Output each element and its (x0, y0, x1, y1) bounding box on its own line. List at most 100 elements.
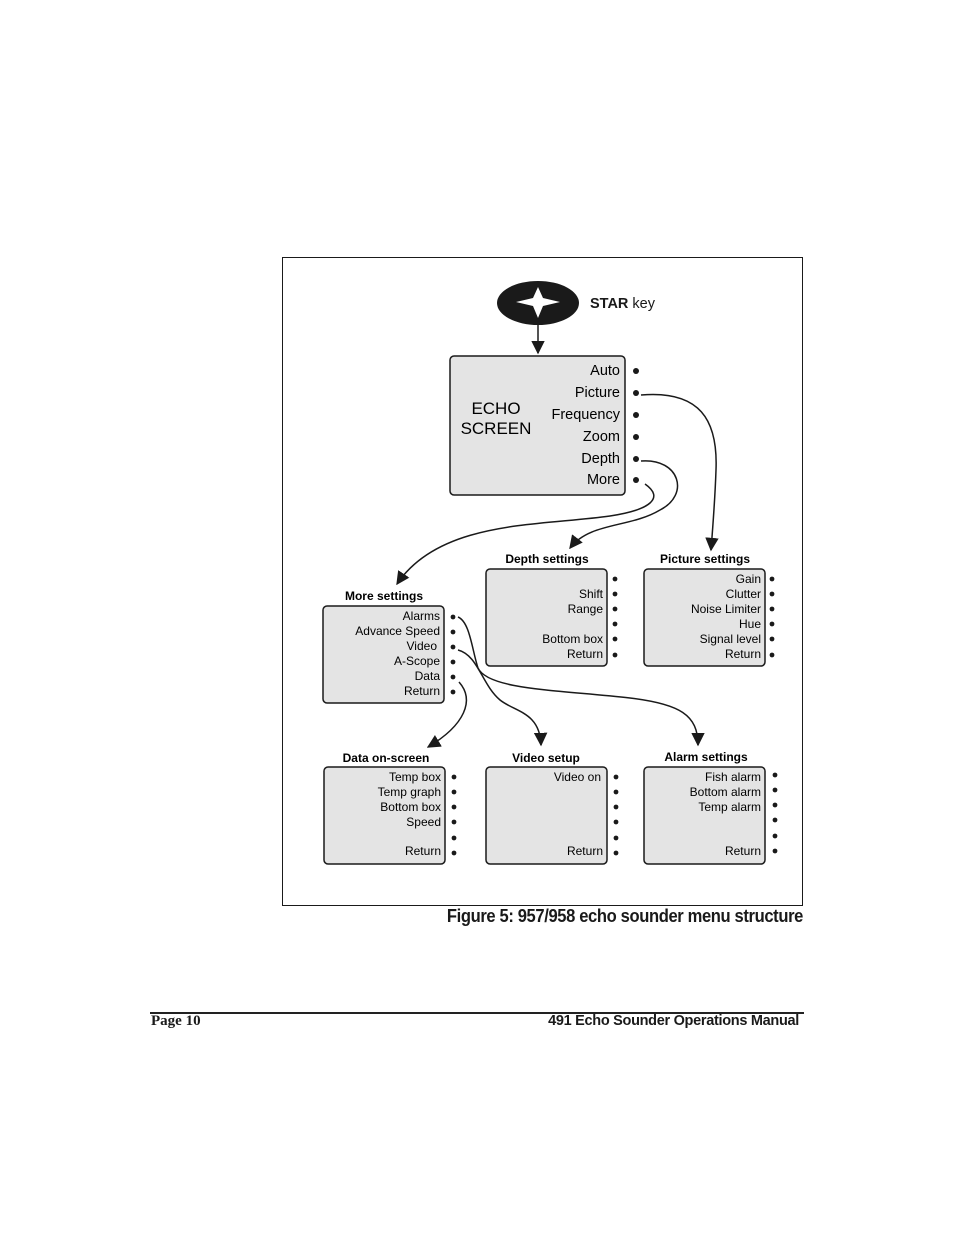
depth-item-bottom-box: Bottom box (542, 632, 603, 646)
bullet (613, 804, 619, 810)
star-key-label-bold: STAR (590, 296, 629, 312)
bullet (769, 652, 775, 658)
video-item-return: Return (567, 844, 603, 858)
video-item-video-on: Video on (554, 770, 601, 784)
echo-item-auto: Auto (590, 363, 620, 379)
arrow-alarms-to-alarm-settings (457, 616, 705, 747)
echo-screen-title-1: ECHO (471, 399, 520, 418)
bullet (612, 591, 618, 597)
depth-item-return: Return (567, 647, 603, 661)
more-item-data: Data (415, 669, 441, 683)
alarm-settings-box (643, 766, 766, 865)
star-key-label-rest: key (628, 296, 655, 312)
video-setup-menu: Video setup Video on Return (485, 751, 619, 865)
data-item-speed: Speed (406, 815, 441, 829)
alarm-item-return: Return (725, 844, 761, 858)
manual-title: 491 Echo Sounder Operations Manual (548, 1013, 799, 1029)
data-item-temp-box: Temp box (389, 770, 441, 784)
more-item-return: Return (404, 684, 440, 698)
bullet (769, 576, 775, 582)
bullet (613, 850, 619, 856)
echo-item-depth: Depth (581, 451, 620, 467)
bullet (612, 606, 618, 612)
data-on-screen-menu: Data on-screen Temp box Temp graph Botto… (323, 751, 457, 865)
echo-item-picture: Picture (575, 385, 620, 401)
star-key-label: STAR key (590, 296, 656, 312)
bullet (612, 636, 618, 642)
data-item-temp-graph: Temp graph (378, 785, 441, 799)
alarm-item-temp-alarm: Temp alarm (698, 800, 761, 814)
bullet (772, 772, 778, 778)
bullet (613, 789, 619, 795)
data-on-screen-box (323, 766, 446, 865)
echo-item-zoom: Zoom (583, 429, 620, 445)
bullet (769, 591, 775, 597)
bullet (633, 456, 639, 462)
bullet (769, 636, 775, 642)
bullet (772, 848, 778, 854)
depth-settings-menu: Depth settings Shift Range Bottom box Re… (485, 552, 618, 667)
bullet (633, 477, 639, 483)
more-bullets (450, 614, 456, 695)
more-settings-box (322, 605, 445, 704)
video-setup-box (485, 766, 608, 865)
bullet (772, 817, 778, 823)
figure-caption: Figure 5: 957/958 echo sounder menu stru… (446, 906, 804, 926)
bullet (451, 804, 457, 810)
echo-screen-title-2: SCREEN (461, 419, 532, 438)
picture-item-gain: Gain (736, 572, 761, 586)
more-item-alarms: Alarms (403, 609, 440, 623)
arrow-video-to-video-setup (457, 649, 548, 747)
alarm-item-fish-alarm: Fish alarm (705, 770, 761, 784)
bullet (772, 787, 778, 793)
data-bullets (451, 774, 457, 856)
bullet (612, 576, 618, 582)
bullet (450, 659, 456, 665)
bullet (450, 629, 456, 635)
page-number: Page 10 (151, 1013, 201, 1029)
picture-settings-menu: Picture settings Gain Clutter Noise Limi… (643, 552, 775, 667)
video-setup-title: Video setup (512, 751, 580, 765)
depth-item-shift: Shift (579, 587, 604, 601)
bullet (451, 850, 457, 856)
bullet (772, 833, 778, 839)
picture-item-hue: Hue (739, 617, 761, 631)
more-item-advance-speed: Advance Speed (355, 624, 440, 638)
bullet (450, 614, 456, 620)
more-settings-title: More settings (345, 589, 423, 603)
bullet (451, 774, 457, 780)
echo-screen-menu: ECHO SCREEN Auto Picture Frequency Zoom … (449, 355, 639, 496)
bullet (451, 835, 457, 841)
arrow-more-to-more-settings (396, 483, 655, 586)
alarm-bullets (772, 772, 778, 854)
picture-bullets (769, 576, 775, 658)
data-on-screen-title: Data on-screen (343, 751, 430, 765)
alarm-item-bottom-alarm: Bottom alarm (690, 785, 761, 799)
bullet (633, 412, 639, 418)
picture-item-return: Return (725, 647, 761, 661)
footer-divider (150, 1012, 804, 1014)
picture-settings-title: Picture settings (660, 552, 750, 566)
picture-settings-box (643, 568, 766, 667)
bullet (633, 434, 639, 440)
bullet (633, 390, 639, 396)
bullet (450, 689, 456, 695)
more-settings-menu: More settings Alarms Advance Speed Video… (322, 589, 456, 704)
alarm-settings-title: Alarm settings (664, 750, 748, 764)
data-item-bottom-box: Bottom box (380, 800, 441, 814)
data-item-return: Return (405, 844, 441, 858)
bullet (613, 835, 619, 841)
arrow-depth-to-depth-settings (569, 460, 679, 550)
bullet (451, 819, 457, 825)
star-key: STAR key (497, 281, 656, 325)
echo-item-more: More (587, 472, 620, 488)
bullet (772, 802, 778, 808)
figure-frame (282, 257, 803, 906)
bullet (769, 606, 775, 612)
bullet (451, 789, 457, 795)
echo-item-frequency: Frequency (551, 407, 620, 423)
bullet (769, 621, 775, 627)
picture-item-noise-limiter: Noise Limiter (691, 602, 761, 616)
video-bullets (613, 774, 619, 856)
